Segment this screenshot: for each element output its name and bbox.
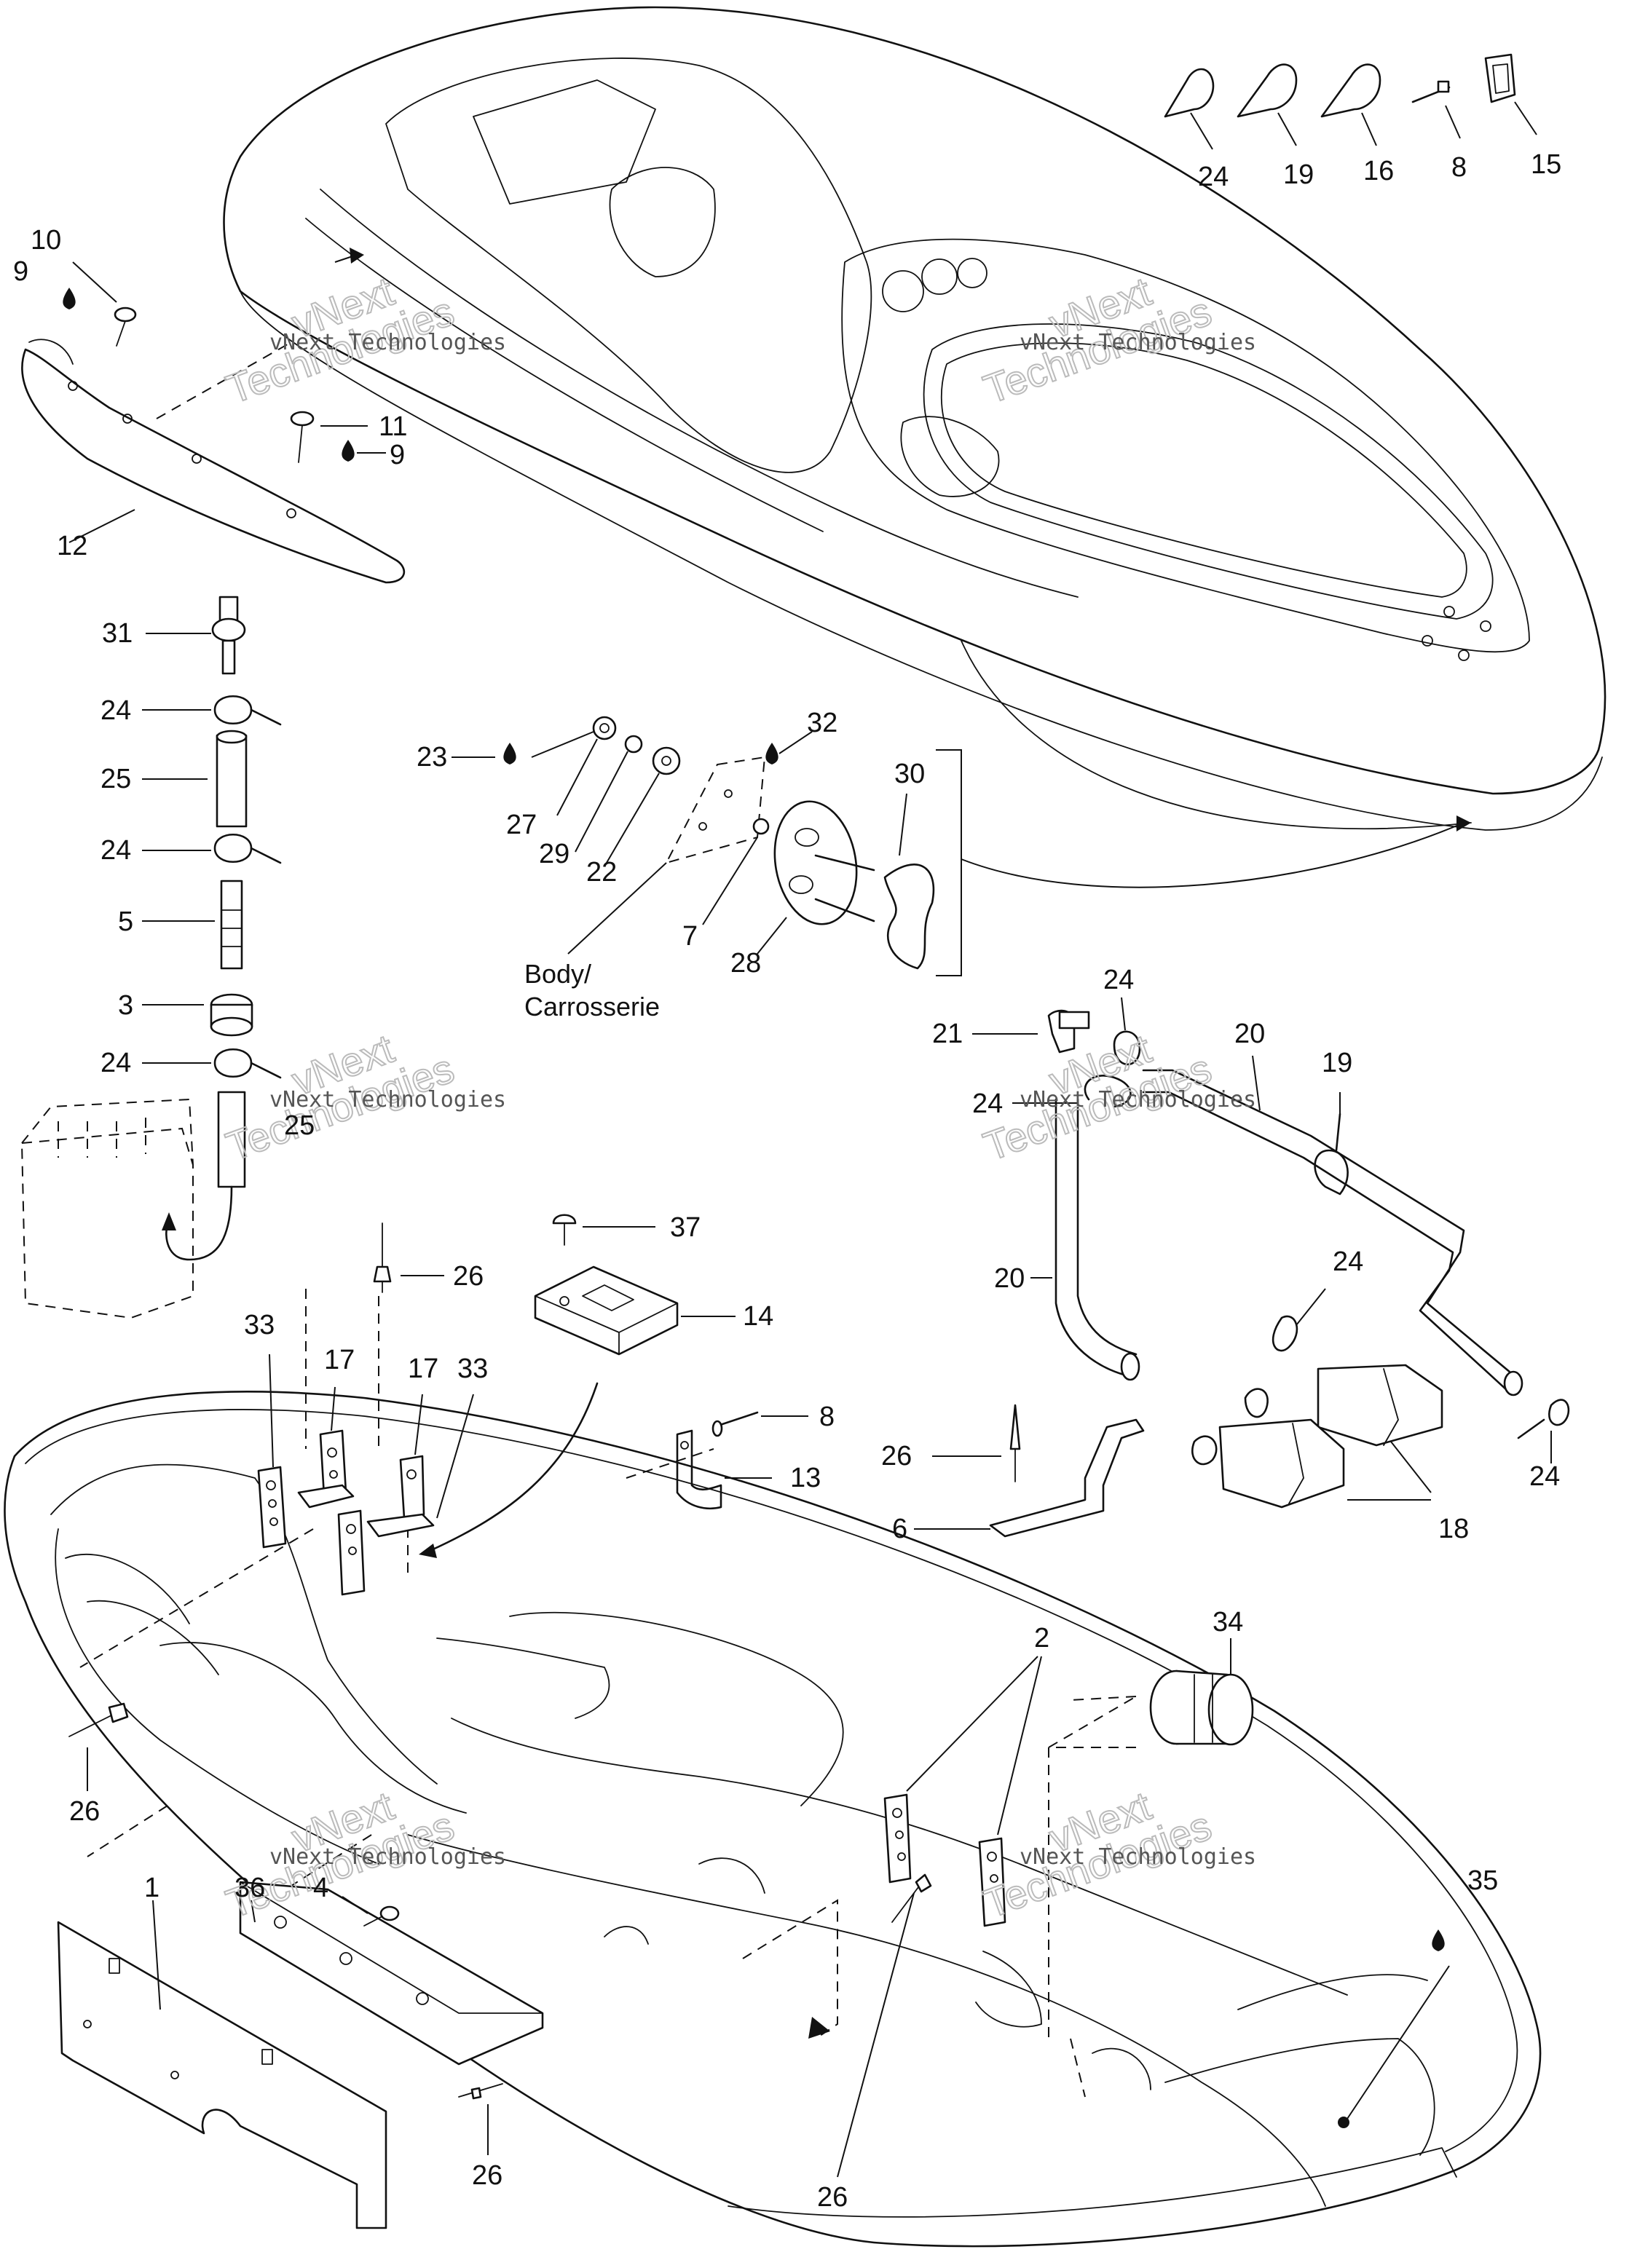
callout-labels: 24 19 16 8 15 10 9 11 9 12 31 24 25 24 5… (13, 149, 1561, 2213)
callout-17: 17 (324, 1345, 355, 1375)
callout-1: 1 (144, 1873, 159, 1903)
callout-3: 3 (118, 990, 133, 1021)
watermark-4: vNext Technologies vNext Technologies (977, 1024, 1257, 1170)
svg-text:vNext Technologies: vNext Technologies (1020, 1844, 1256, 1870)
callout-15: 15 (1531, 149, 1561, 180)
callout-24: 24 (100, 695, 131, 726)
side-trim-12 (21, 339, 406, 584)
watermark-1: vNext Technologies vNext Technologies (220, 267, 507, 413)
screw-10 (72, 261, 137, 347)
callout-26: 26 (817, 2182, 848, 2213)
sealant-drop-icon (63, 288, 76, 309)
block-14 (419, 1214, 736, 1558)
hull (4, 1289, 1542, 2248)
callout-24: 24 (100, 835, 131, 866)
callout-8: 8 (819, 1402, 835, 1432)
sealant-drop-icon (342, 440, 355, 462)
callout-33: 33 (457, 1354, 488, 1384)
callout-26: 26 (472, 2160, 502, 2191)
rivet-26-hull (837, 1873, 932, 2178)
drain-plug-assembly (452, 716, 962, 976)
screw-11 (290, 411, 386, 463)
callout-26: 26 (69, 1796, 100, 1827)
callout-32: 32 (807, 708, 837, 738)
brackets-2 (883, 1656, 1042, 1927)
callout-26: 26 (881, 1441, 912, 1471)
callout-19: 19 (1283, 159, 1314, 190)
brackets-17-33 (257, 1354, 474, 1596)
callout-31: 31 (102, 618, 133, 649)
svg-text:vNext Technologies: vNext Technologies (269, 1087, 506, 1113)
body-note-line1: Body/ (524, 959, 591, 989)
callout-25: 25 (100, 764, 131, 794)
cap-34 (1049, 1638, 1254, 1748)
callout-30: 30 (894, 759, 925, 789)
callout-7: 7 (682, 921, 698, 952)
filler-pads-18 (1191, 1288, 1443, 1509)
callout-11: 11 (379, 411, 407, 442)
left-hose-stack (142, 596, 282, 1261)
callout-24: 24 (1198, 162, 1229, 192)
sealant-drop-icon (1432, 1929, 1445, 1951)
callout-34: 34 (1213, 1607, 1243, 1637)
callout-12: 12 (57, 531, 87, 561)
callout-19: 19 (1322, 1048, 1352, 1078)
callout-24: 24 (1333, 1246, 1363, 1277)
callout-33: 33 (244, 1310, 275, 1340)
callout-9: 9 (390, 440, 405, 470)
bracket-13 (676, 1411, 808, 1510)
callout-13: 13 (790, 1463, 821, 1493)
callout-5: 5 (118, 906, 133, 937)
callout-8: 8 (1451, 152, 1467, 183)
callout-25: 25 (284, 1110, 315, 1141)
rivet-26-top (373, 1222, 444, 1293)
vent-tube-assembly (972, 997, 1570, 1463)
plate-1 (57, 1900, 387, 2229)
rivet-26-left (68, 1702, 129, 1791)
callout-24: 24 (100, 1048, 131, 1078)
bracket-6 (914, 1418, 1145, 1538)
callout-27: 27 (506, 810, 537, 840)
watermark-2: vNext Technologies vNext Technologies (977, 267, 1257, 413)
callout-14: 14 (743, 1301, 773, 1332)
watermark-6: vNext Technologies vNext Technologies (977, 1782, 1257, 1927)
callout-24: 24 (1103, 965, 1134, 995)
callout-6: 6 (892, 1514, 907, 1544)
svg-text:vNext Technologies: vNext Technologies (269, 330, 506, 355)
callout-28: 28 (730, 948, 761, 979)
callout-24: 24 (972, 1088, 1003, 1119)
plate-36 (239, 1881, 544, 2066)
callout-17: 17 (408, 1354, 438, 1384)
watermark-5: vNext Technologies vNext Technologies (220, 1782, 507, 1927)
callout-23: 23 (417, 742, 447, 773)
svg-text:vNext Technologies: vNext Technologies (1020, 1087, 1256, 1113)
callout-35: 35 (1467, 1865, 1498, 1896)
rivet-26-right (932, 1404, 1021, 1482)
sealant-drop-icon (765, 743, 778, 764)
callout-16: 16 (1363, 156, 1394, 186)
callout-36: 36 (234, 1873, 265, 1903)
callout-22: 22 (586, 857, 617, 888)
callout-18: 18 (1438, 1514, 1469, 1544)
callout-26: 26 (453, 1261, 484, 1292)
watermark-3: vNext Technologies vNext Technologies (220, 1024, 507, 1170)
battery-outline (20, 1098, 194, 1319)
callout-37: 37 (670, 1212, 701, 1243)
deck-body (223, 6, 1607, 888)
top-right-hardware (1164, 53, 1537, 150)
callout-20: 20 (1234, 1019, 1265, 1049)
callout-24: 24 (1529, 1461, 1560, 1492)
body-note-line2: Carrosserie (524, 992, 660, 1022)
callout-29: 29 (539, 839, 569, 869)
callout-4: 4 (313, 1873, 328, 1903)
callout-10: 10 (31, 225, 61, 256)
rivet-26-bottom (458, 2083, 503, 2155)
svg-text:vNext Technologies: vNext Technologies (269, 1844, 506, 1870)
callout-2: 2 (1034, 1623, 1049, 1653)
svg-text:vNext Technologies: vNext Technologies (1020, 330, 1256, 355)
callout-9: 9 (13, 256, 28, 287)
callout-20: 20 (994, 1263, 1025, 1294)
callout-21: 21 (932, 1019, 963, 1049)
